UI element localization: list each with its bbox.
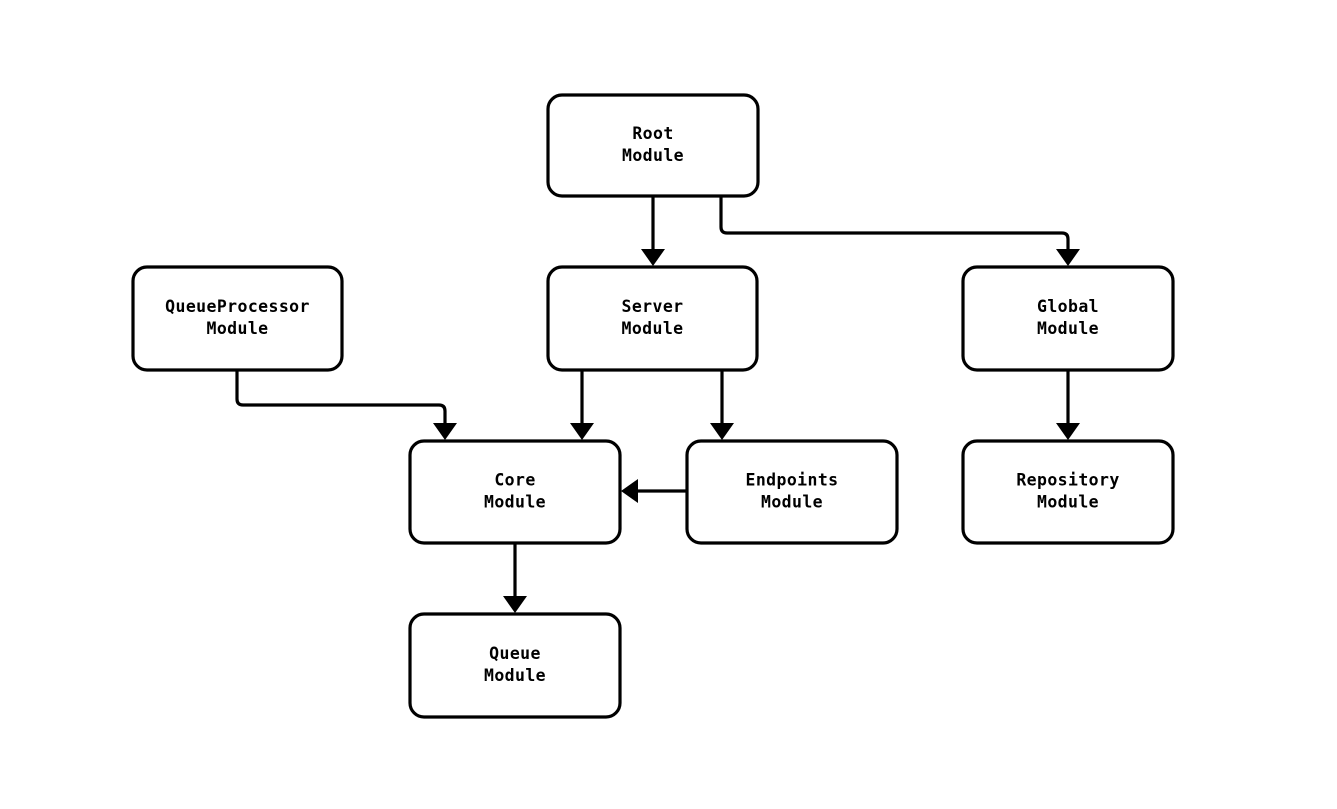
edge-core-to-queue [503, 543, 527, 613]
node-label-line2: Module [622, 146, 684, 165]
node-box[interactable] [961, 439, 1175, 545]
node-label-line1: Core [494, 471, 535, 490]
node-label-line1: Server [621, 297, 683, 316]
node-label-line1: Global [1037, 297, 1099, 316]
node-label-line1: Endpoints [745, 471, 838, 490]
edges-layer [235, 196, 1080, 613]
node-label-line2: Module [484, 493, 546, 512]
node-box[interactable] [961, 265, 1175, 372]
arrow-head-icon [433, 423, 457, 440]
nodes-layer: RootModuleQueueProcessorModuleServerModu… [131, 93, 1175, 719]
edge-global-to-repository [1056, 370, 1080, 440]
arrow-head-icon [1056, 249, 1080, 266]
node-box[interactable] [546, 265, 759, 372]
node-label-line2: Module [621, 319, 683, 338]
arrow-head-icon [710, 423, 734, 440]
node-label-line2: Module [484, 666, 546, 685]
edge-line [235, 370, 447, 426]
edge-server-to-core [570, 370, 594, 440]
node-box[interactable] [131, 265, 344, 372]
edge-root-to-server [641, 196, 665, 266]
node-label-line1: QueueProcessor [165, 297, 310, 316]
edge-line [719, 196, 1070, 252]
edge-server-to-endpoints [710, 370, 734, 440]
node-label-line2: Module [1037, 493, 1099, 512]
node-box[interactable] [408, 612, 622, 719]
arrow-head-icon [1056, 423, 1080, 440]
node-box[interactable] [546, 93, 760, 198]
node-label-line2: Module [206, 319, 268, 338]
node-box[interactable] [408, 439, 622, 545]
edge-root-to-global [719, 196, 1080, 266]
arrow-head-icon [621, 479, 638, 503]
node-box[interactable] [685, 439, 899, 545]
edge-queueprocessor-to-core [235, 370, 457, 440]
node-label-line2: Module [761, 493, 823, 512]
arrow-head-icon [503, 596, 527, 613]
arrow-head-icon [570, 423, 594, 440]
node-label-line1: Queue [489, 644, 541, 663]
edge-endpoints-to-core [621, 479, 687, 503]
arrow-head-icon [641, 249, 665, 266]
node-label-line1: Repository [1016, 471, 1119, 490]
node-label-line1: Root [632, 124, 673, 143]
node-label-line2: Module [1037, 319, 1099, 338]
